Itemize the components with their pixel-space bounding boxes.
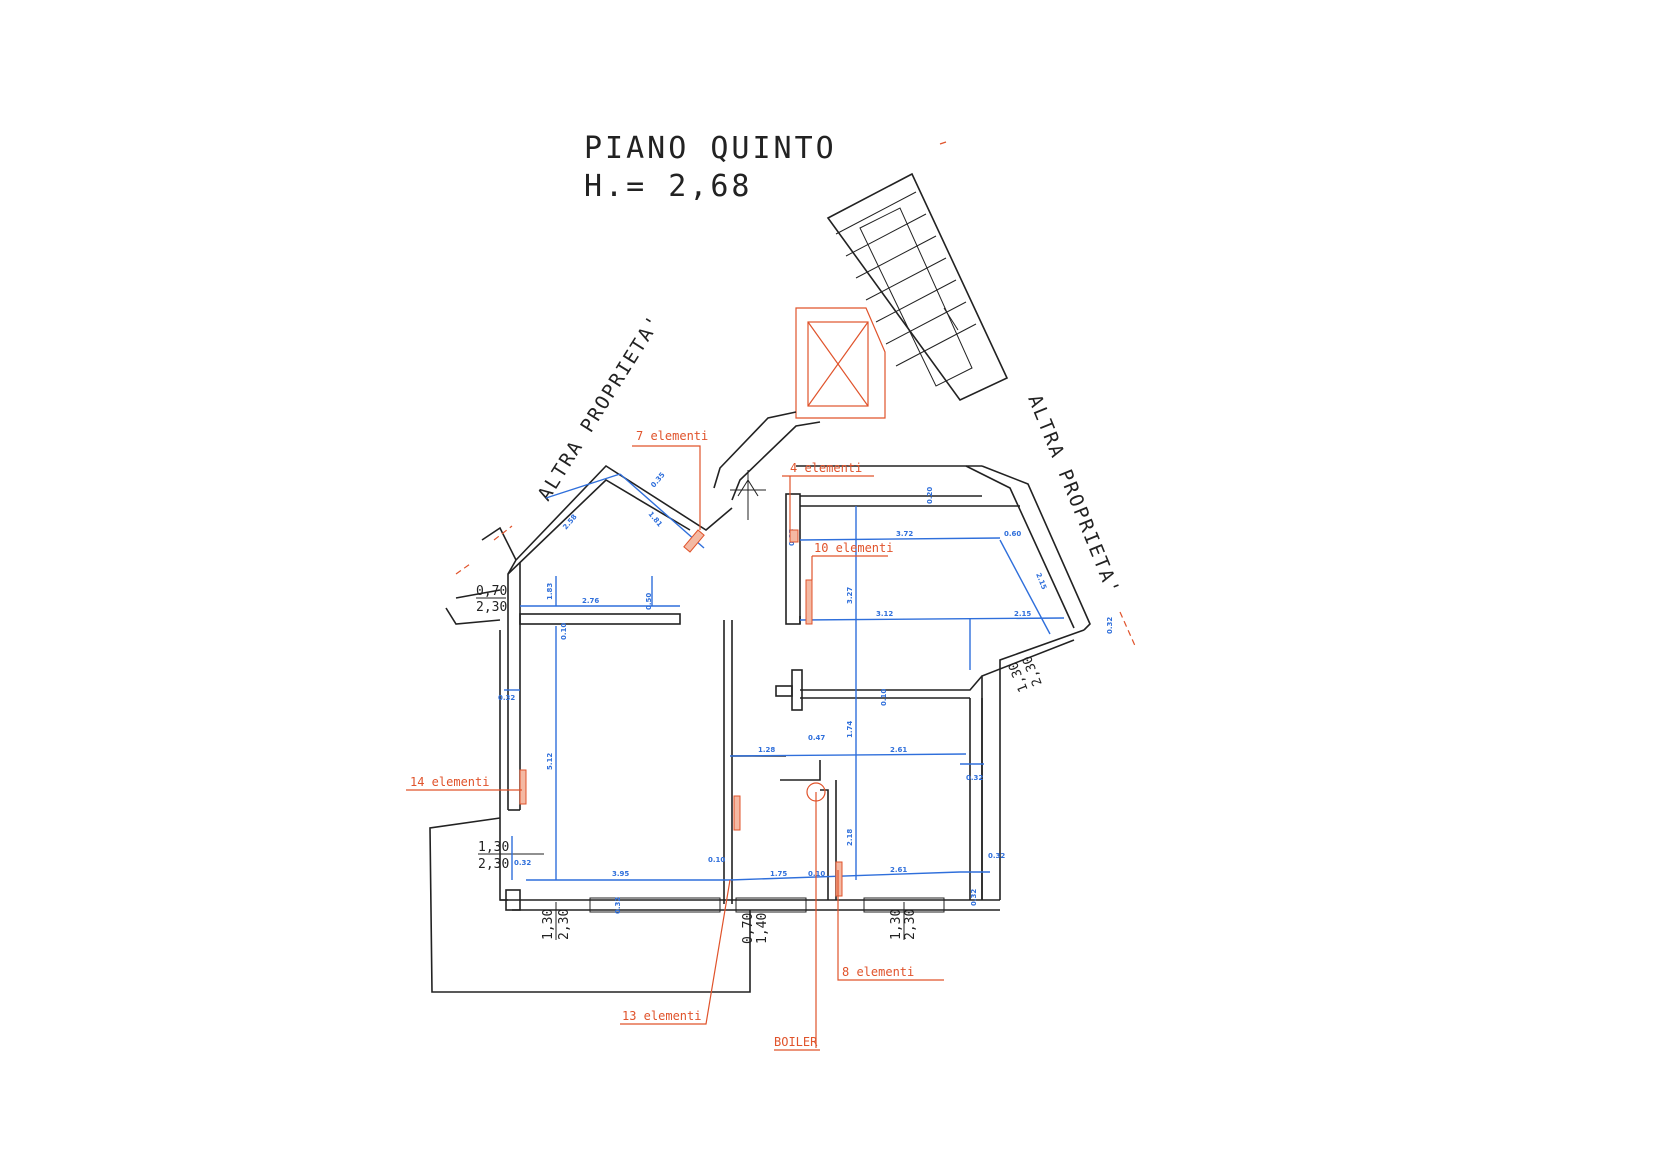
radiator-10-label: 10 elementi: [814, 541, 893, 555]
window-2-width: 1,30: [478, 840, 509, 855]
dim-276: 2.76: [582, 597, 599, 605]
dim-010b: 0.10: [708, 856, 725, 864]
radiator-13-label: 13 elementi: [622, 1009, 701, 1023]
dim-032a: 0.32: [498, 694, 515, 702]
window-4-width: 0,70: [741, 913, 756, 944]
dim-183: 1.83: [546, 583, 554, 600]
dim-032d: 0.32: [988, 852, 1005, 860]
entrance-door: [730, 470, 766, 520]
dim-060: 0.60: [1004, 530, 1021, 538]
entrance-corridor: [713, 411, 982, 501]
window-5-height: 2,30: [903, 909, 918, 940]
plan-title: PIANO QUINTO: [584, 131, 837, 166]
plan-height: H.= 2,68: [584, 169, 753, 204]
window-5-width: 1,30: [889, 909, 904, 940]
dim-032b: 0.32: [514, 859, 531, 867]
window-1-height: 2,30: [476, 600, 507, 615]
dim-215b: 2.15: [1034, 572, 1048, 591]
exterior-walls: [499, 464, 1091, 911]
dim-261a: 2.61: [890, 866, 907, 874]
window-4-height: 1,40: [755, 913, 770, 944]
dim-032g: 0.32: [1106, 617, 1114, 634]
window-2-height: 2,30: [478, 857, 509, 872]
window-3-width: 1,30: [541, 909, 556, 940]
radiators: 7 elementi 4 elementi 10 elementi 14 ele…: [406, 429, 944, 1051]
dim-372: 3.72: [896, 530, 913, 538]
dim-512: 5.12: [546, 753, 554, 770]
window-labels: 0,70 2,30 1,30 2,30 1,30 2,30 0,70 1,40 …: [476, 584, 1046, 944]
dim-035: 0.35: [649, 471, 666, 489]
terrace: [429, 526, 751, 993]
window-1-width: 0,70: [476, 584, 507, 599]
dim-010d: 0.10: [880, 689, 888, 706]
radiator-7-label: 7 elementi: [636, 429, 708, 443]
dim-175: 1.75: [770, 870, 787, 878]
dim-327: 3.27: [846, 587, 854, 604]
dim-395: 3.95: [612, 870, 629, 878]
dim-047: 0.47: [808, 734, 825, 742]
radiator-14-label: 14 elementi: [410, 775, 489, 789]
boiler-label: BOILER: [774, 1035, 818, 1049]
dim-215a: 2.15: [1014, 610, 1031, 618]
elevator-shaft: [795, 307, 886, 419]
dim-032f: 0.32: [966, 774, 983, 782]
dim-032c: 0.32: [614, 897, 622, 914]
dim-258: 2.58: [561, 513, 578, 531]
dim-312: 3.12: [876, 610, 893, 618]
dim-010c: 0.10: [808, 870, 825, 878]
neighbor-label-left: ALTRA PROPRIETA': [534, 311, 667, 505]
dim-020: 0.20: [926, 487, 934, 504]
radiator-8-label: 8 elementi: [842, 965, 914, 979]
dim-218: 2.18: [846, 829, 854, 846]
dimension-lines: [504, 473, 1065, 881]
dim-174: 1.74: [846, 721, 854, 738]
boundary-marks: [455, 141, 1137, 649]
radiator-4-label: 4 elementi: [790, 461, 862, 475]
window-3-height: 2,30: [557, 909, 572, 940]
interior-walls: [505, 493, 1020, 911]
staircase: [826, 172, 1009, 402]
dim-010a: 0.10: [560, 623, 568, 640]
neighbor-label-right: ALTRA PROPRIETA': [1023, 392, 1124, 600]
dim-050: 0.50: [645, 593, 653, 610]
dim-032e: 0.32: [970, 889, 978, 906]
dim-261b: 2.61: [890, 746, 907, 754]
dim-128: 1.28: [758, 746, 775, 754]
